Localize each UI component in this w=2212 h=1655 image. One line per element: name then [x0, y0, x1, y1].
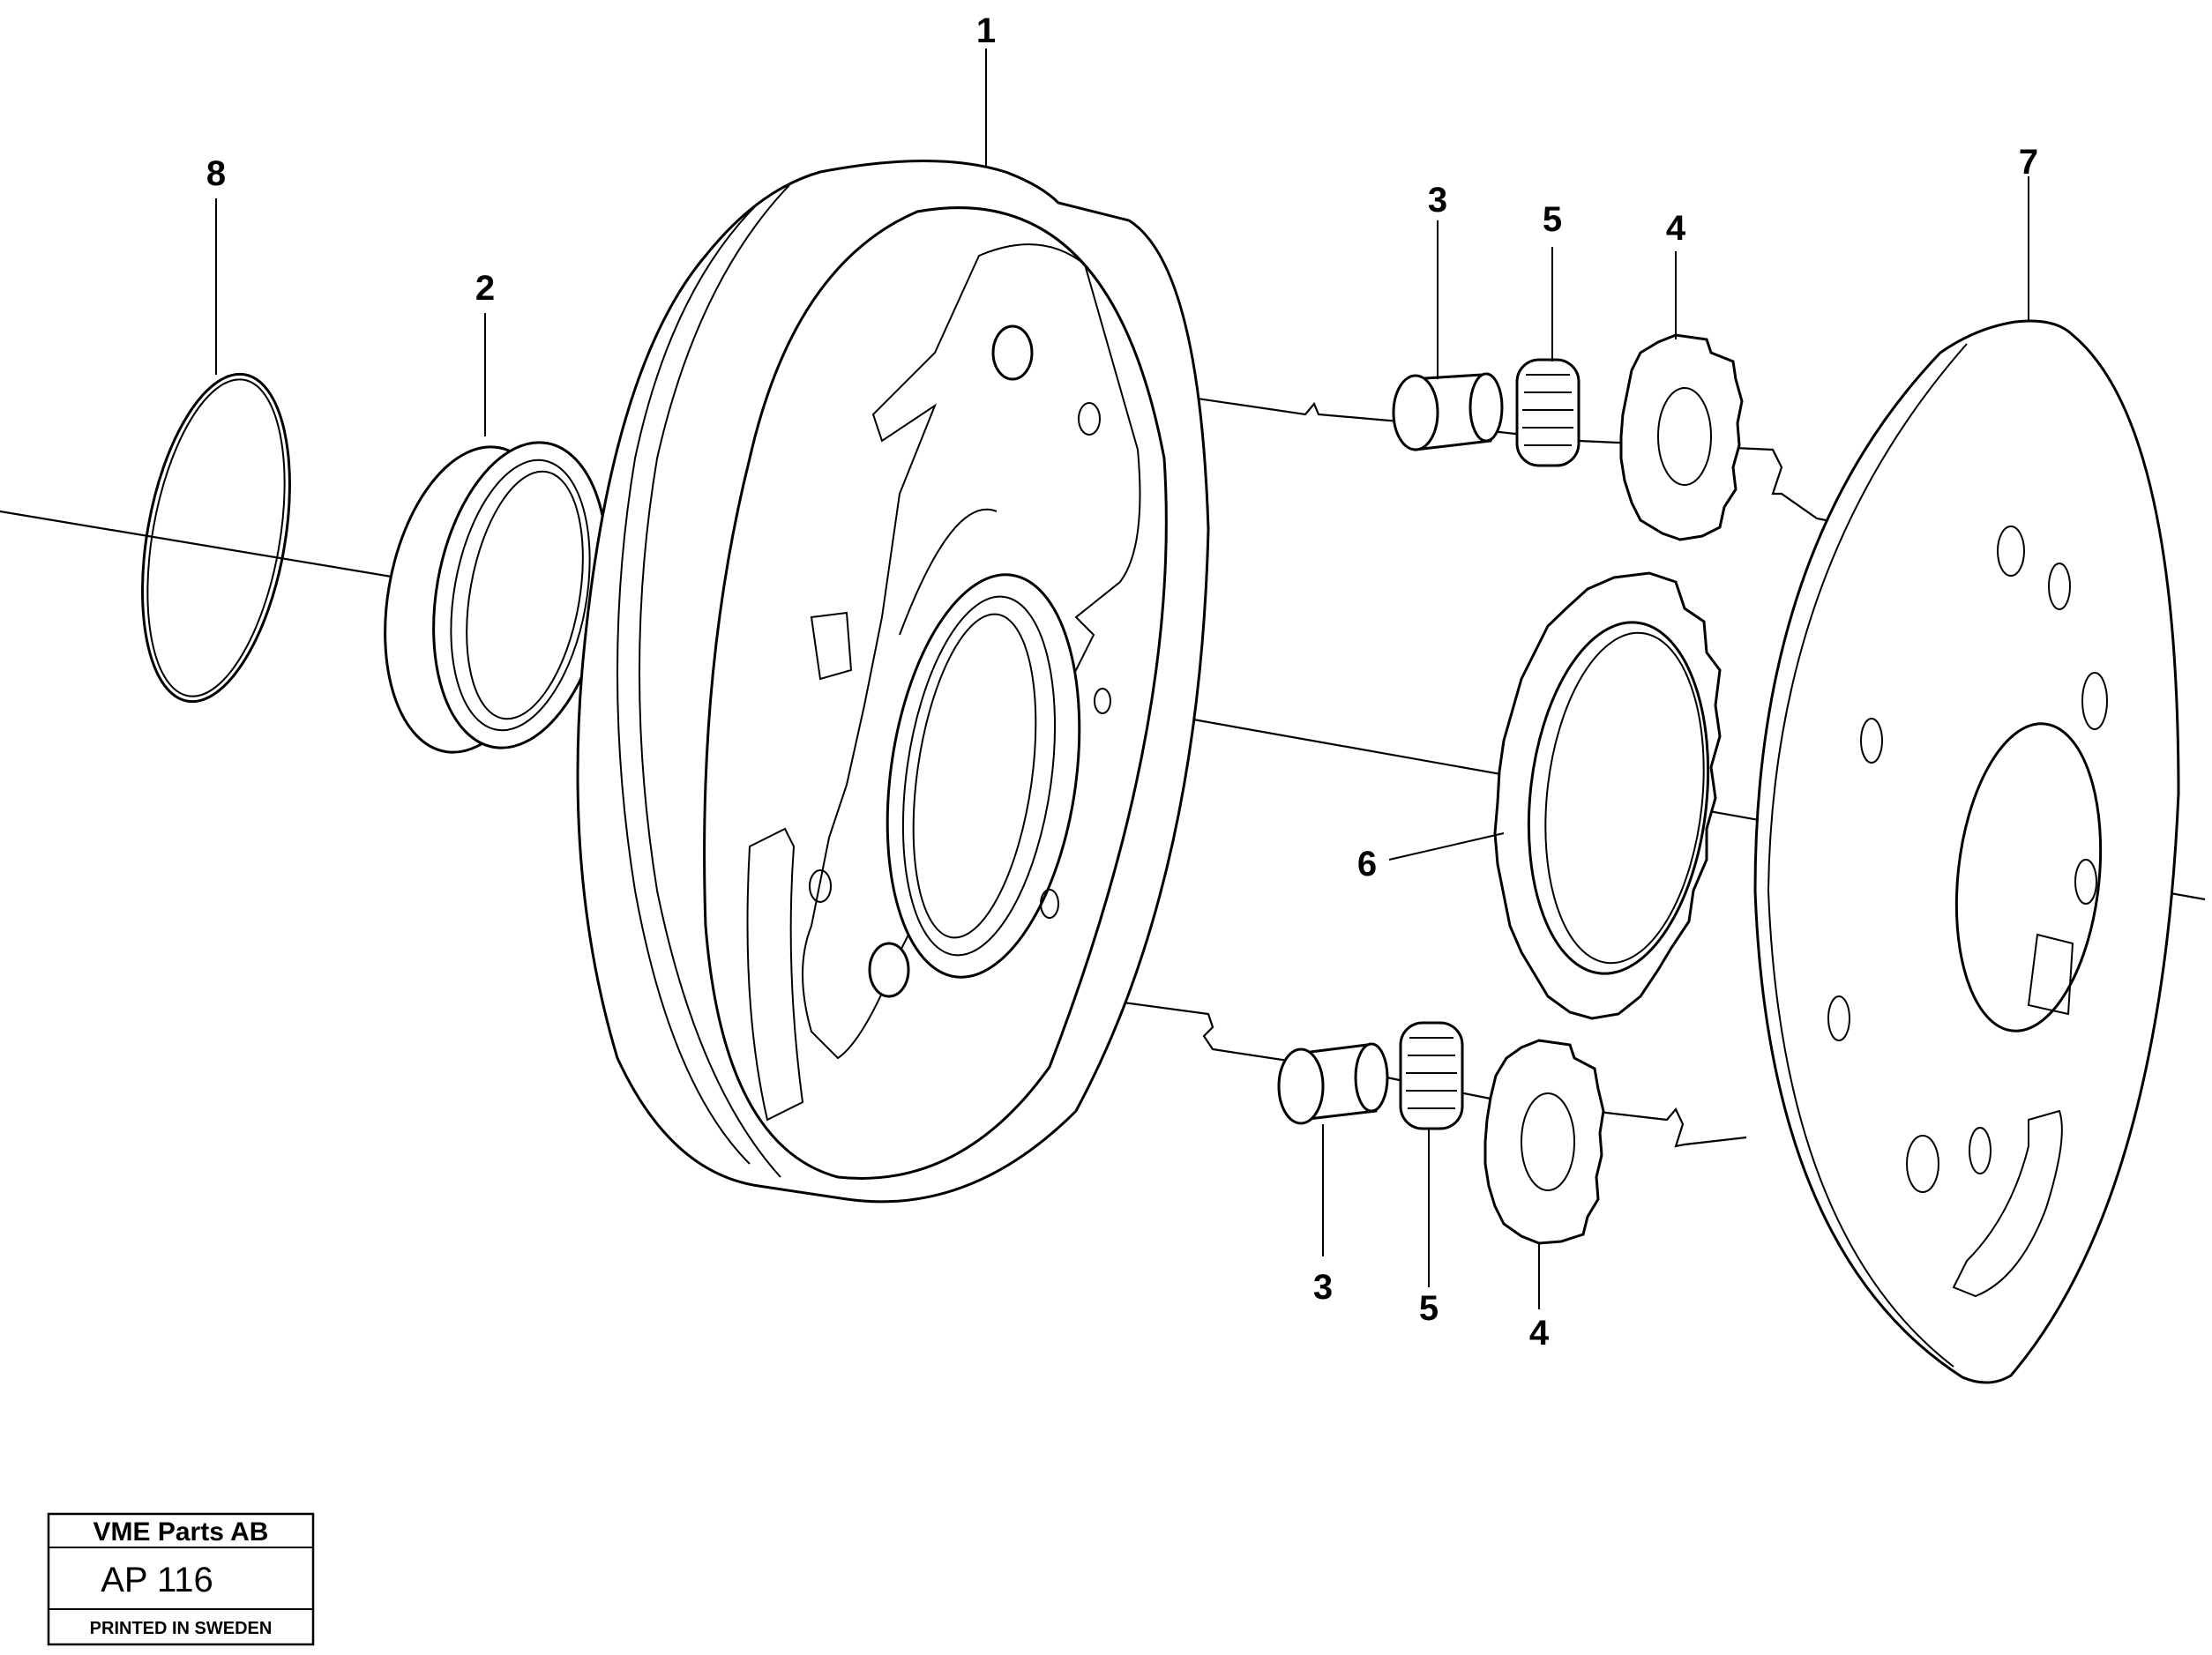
part-2-seal-ring [384, 441, 609, 754]
part-8-o-ring [141, 372, 291, 704]
part-5-bearing-lower [1399, 1021, 1464, 1130]
callout-2: 2 [475, 269, 495, 308]
part-7-cover-plate [1753, 319, 2180, 1384]
callout-7: 7 [2019, 143, 2038, 182]
callouts: 1 2 3 3 4 4 5 5 6 7 8 [206, 11, 2038, 1353]
title-block-note: PRINTED IN SWEDEN [90, 1619, 273, 1638]
part-6-gear-large [1493, 571, 1722, 1020]
title-block: VME Parts AB AP 116 PRINTED IN SWEDEN [47, 1512, 315, 1646]
part-1-pump-housing [576, 160, 1210, 1204]
callout-5-lower: 5 [1419, 1289, 1439, 1328]
callout-8: 8 [206, 154, 226, 193]
callout-5-upper: 5 [1543, 200, 1562, 239]
callout-3-lower: 3 [1313, 1268, 1333, 1307]
part-3-pin-upper [1392, 372, 1504, 451]
callout-4-upper: 4 [1666, 209, 1686, 248]
callout-4-lower: 4 [1529, 1314, 1550, 1353]
title-block-company: VME Parts AB [93, 1517, 269, 1547]
leader-lines [215, 48, 2029, 1309]
part-5-bearing-upper [1515, 358, 1581, 467]
part-4-gear-upper [1619, 333, 1744, 541]
callout-1: 1 [976, 11, 996, 50]
callout-3-upper: 3 [1428, 181, 1447, 220]
title-block-code: AP 116 [101, 1561, 213, 1599]
part-3-pin-lower [1277, 1042, 1389, 1125]
callout-6: 6 [1357, 845, 1377, 883]
part-4-gear-lower [1483, 1039, 1605, 1245]
